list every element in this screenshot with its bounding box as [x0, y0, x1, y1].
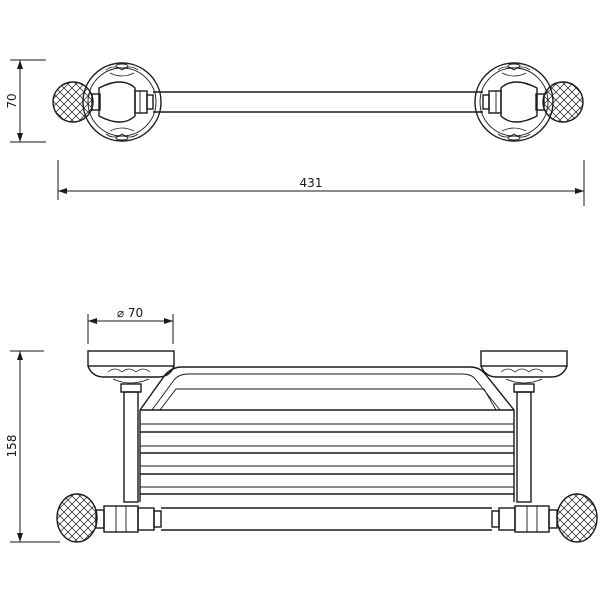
front-bar [153, 91, 483, 113]
dimension-label-431: 431 [300, 176, 323, 190]
right-rosette [474, 62, 554, 142]
wire-basket [139, 366, 515, 502]
dimension-side-height: 158 [5, 350, 60, 543]
dimension-front-height: 70 [5, 59, 46, 143]
dimension-label-70: 70 [5, 93, 19, 108]
right-crystal-knob-side [556, 493, 598, 543]
left-crystal-knob [52, 81, 101, 123]
front-view [52, 62, 584, 142]
left-wall-plate [87, 350, 175, 503]
right-crystal-knob [535, 81, 584, 123]
dimension-label-diameter-70: ⌀ 70 [117, 306, 143, 320]
right-wall-plate [480, 350, 568, 503]
dimension-overall-length: 431 [57, 160, 585, 206]
left-crystal-knob-side [56, 493, 98, 543]
dimension-diameter: ⌀ 70 [87, 306, 174, 344]
bottom-bar [95, 505, 558, 533]
left-rosette [82, 62, 162, 142]
dimension-label-158: 158 [5, 435, 19, 458]
side-view [56, 350, 598, 543]
